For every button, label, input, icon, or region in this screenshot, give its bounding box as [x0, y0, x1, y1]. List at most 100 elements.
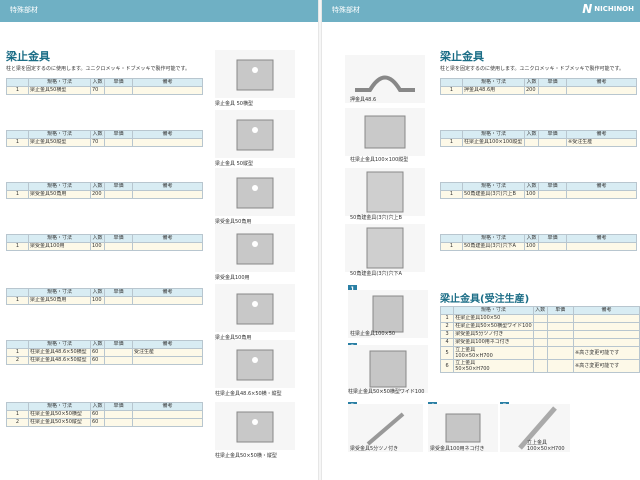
photo-post-bracket-a [345, 224, 425, 272]
column-header: 入数 [524, 78, 539, 87]
table-cell: 1 [6, 242, 29, 251]
table-cell: 梁止金具50縦型 [28, 138, 91, 147]
column-header [440, 234, 463, 243]
table-cell [104, 190, 133, 199]
column-header [440, 182, 463, 191]
table-cell [104, 242, 133, 251]
product-photo [215, 402, 295, 450]
column-header [439, 306, 455, 315]
table-cell: 1 [6, 138, 29, 147]
caption-numbered-4: 梁受金具100用ネコ付き [430, 446, 485, 452]
column-header: 単価 [538, 182, 567, 191]
table-cell: 2 [6, 418, 29, 427]
column-header: 備考 [132, 130, 203, 139]
table-cell: 60 [90, 356, 105, 365]
table-cell [104, 418, 133, 427]
table-cell [104, 138, 133, 147]
caption-post-bracket-a: 50角建金具(3穴)穴下A [350, 271, 402, 277]
table-cell [104, 410, 133, 419]
table-cell [532, 322, 548, 331]
table-cell [104, 86, 133, 95]
caption-numbered-5: 立上金具 100×50×H700 [527, 440, 565, 452]
column-header: 備考 [132, 182, 203, 191]
badge-1: 1 [348, 285, 357, 294]
product-photo [215, 340, 295, 388]
table-cell: 2 [6, 356, 29, 365]
column-header: 備考 [132, 78, 203, 87]
table-cell: 60 [90, 410, 105, 419]
column-header: 単価 [104, 402, 133, 411]
column-header: 規格・寸法 [462, 130, 525, 139]
table-cell [132, 86, 203, 95]
column-header [6, 234, 29, 243]
column-header: 単価 [104, 234, 133, 243]
column-header: 入数 [90, 402, 105, 411]
table-cell: 50角建金具(3穴)穴下A [462, 242, 525, 251]
photo-column-beam-clamp-100 [345, 108, 425, 156]
table-cell: 梁止金具50横型 [28, 86, 91, 95]
column-header: 入数 [524, 182, 539, 191]
table-cell [132, 296, 203, 305]
column-header: 入数 [90, 234, 105, 243]
column-header: 規格・寸法 [28, 288, 91, 297]
column-header: 入数 [524, 234, 539, 243]
column-header: 単価 [104, 130, 133, 139]
table-cell: 梁受金具100用 [28, 242, 91, 251]
table-cell: 1 [6, 190, 29, 199]
table-cell: 梁止金具50角用 [28, 296, 91, 305]
column-header [6, 402, 29, 411]
table-cell: 1 [6, 410, 29, 419]
product-photo [215, 168, 295, 216]
logo-mark-icon: N [582, 2, 593, 16]
table-cell [104, 356, 133, 365]
column-header: 入数 [90, 182, 105, 191]
caption-numbered-2: 柱梁止金具50×50横型ワイド100 [348, 389, 425, 395]
right-page-title: 梁止金具 [440, 50, 484, 63]
table-cell: 柱梁止金具100×50 [453, 314, 534, 323]
table-cell: 60 [90, 348, 105, 357]
product-caption: 梁止金具 50横型 [215, 101, 253, 107]
table-cell: 柱梁止金具48.6×50縦型 [28, 356, 91, 365]
photo-numbered-4 [428, 404, 498, 452]
table-cell [132, 190, 203, 199]
column-header: 備考 [132, 402, 203, 411]
column-header: 規格・寸法 [28, 234, 91, 243]
table-cell: 梁受金具5分ツノ付き [453, 330, 534, 339]
table-cell [538, 138, 567, 147]
column-header: 入数 [90, 130, 105, 139]
company-logo: N NICHINOH [582, 3, 634, 15]
photo-numbered-1 [348, 290, 428, 338]
left-header-label: 特殊部材 [10, 6, 38, 14]
table-cell: 立上金具 100×50×H700 [453, 346, 534, 360]
column-header: 単価 [104, 288, 133, 297]
product-caption: 柱梁止金具50×50横・縦型 [215, 453, 277, 459]
table-cell: 柱梁止金具50×50横型ワイド100 [453, 322, 534, 331]
caption-press-clamp: 押金具48.6 [350, 97, 377, 103]
table-cell [524, 138, 539, 147]
table-cell: 60 [90, 418, 105, 427]
left-page-title: 梁止金具 [6, 50, 50, 63]
table-cell [573, 314, 640, 323]
photo-post-bracket-b [345, 168, 425, 216]
column-header: 単価 [104, 340, 133, 349]
table-cell [566, 86, 637, 95]
product-caption: 梁止金具 50縦型 [215, 161, 253, 167]
table-cell: ※高さ変更可能です [573, 359, 640, 373]
column-header [6, 288, 29, 297]
product-photo [215, 224, 295, 272]
table-cell: 1 [6, 296, 29, 305]
table-cell [132, 410, 203, 419]
table-cell: 柱梁止金具50×50横型 [28, 410, 91, 419]
